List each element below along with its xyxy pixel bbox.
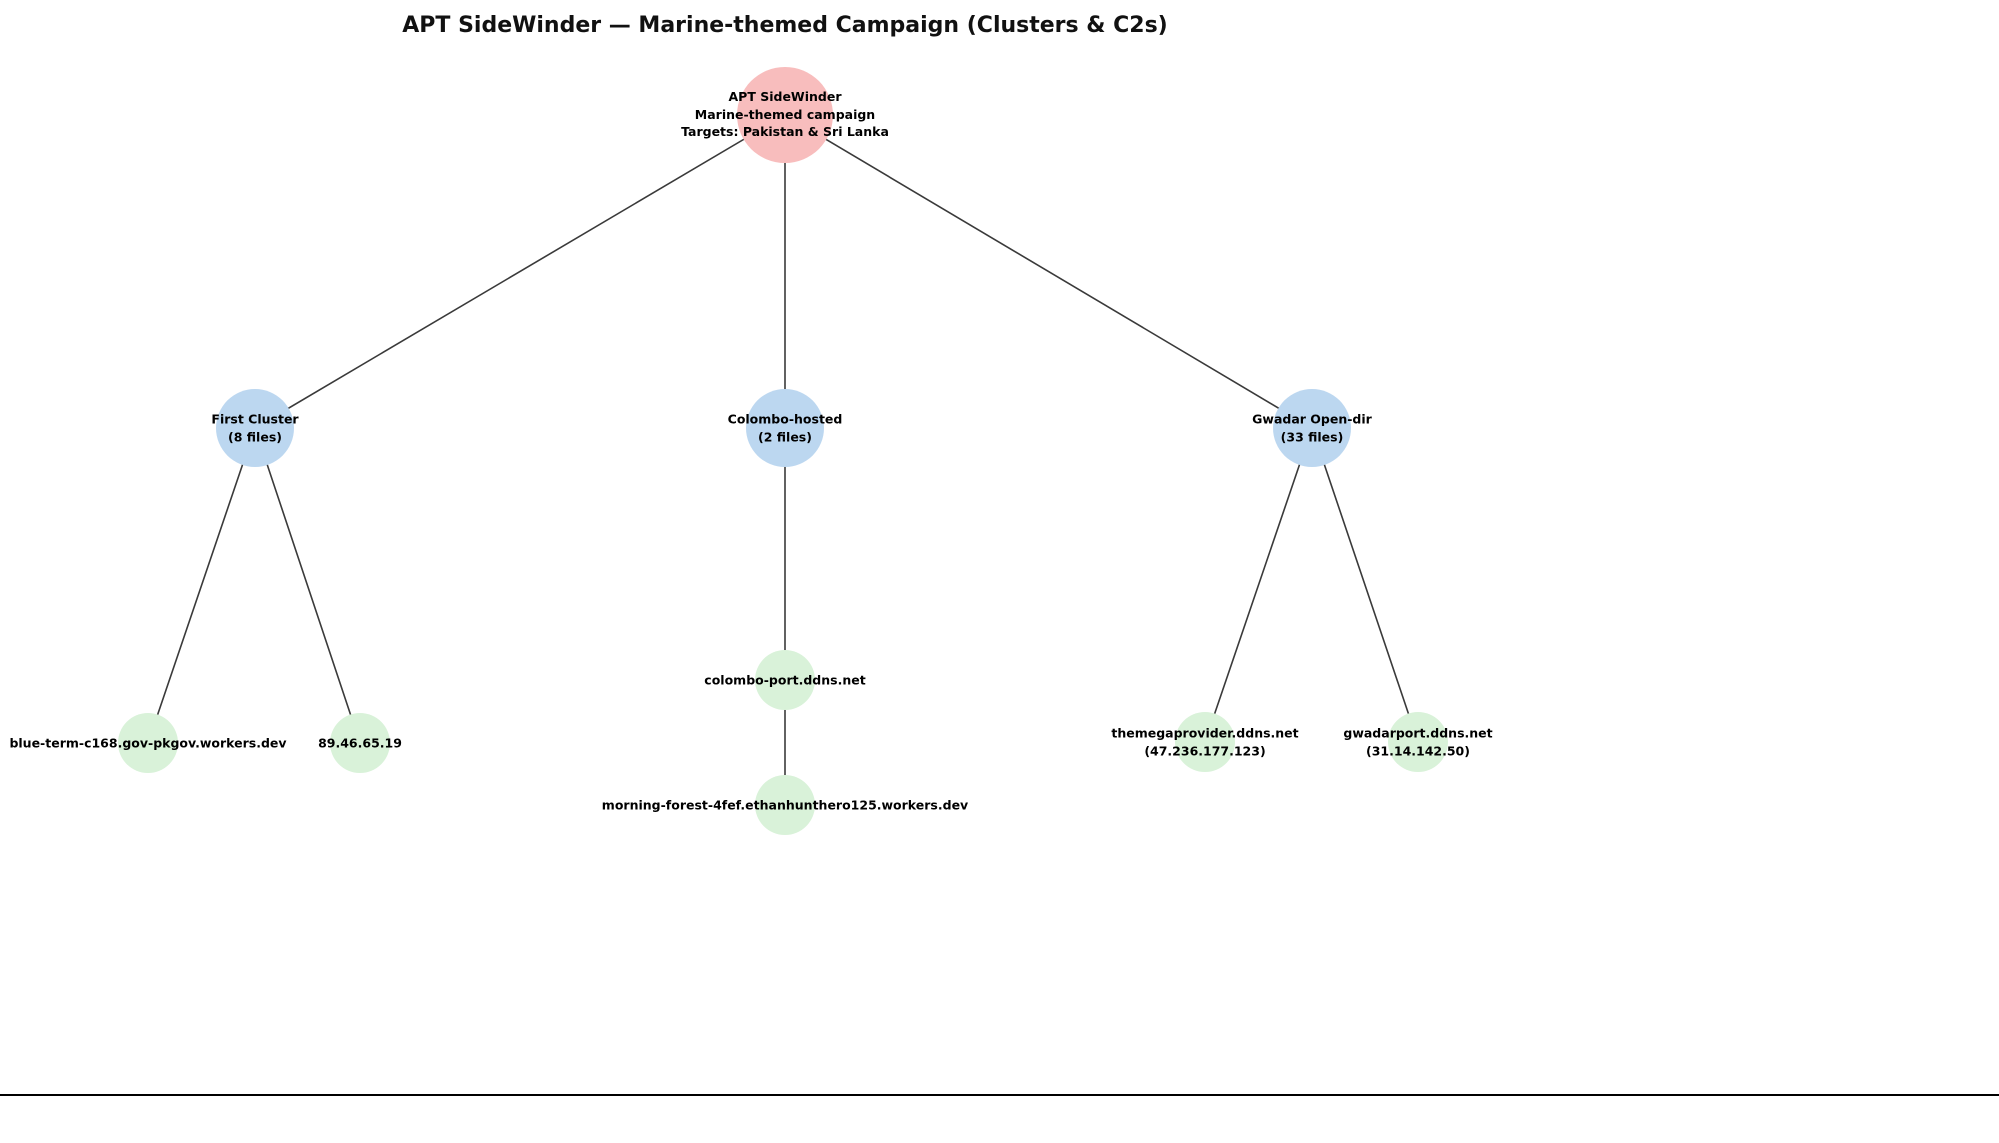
gwadar-open-dir-node-circle xyxy=(1273,389,1351,467)
colombo-hosted-count: (2 files) xyxy=(758,429,812,444)
morning-forest-node-label: morning-forest-4fef.ethanhunthero125.wor… xyxy=(602,796,968,814)
gwadar-open-dir-count: (33 files) xyxy=(1280,429,1344,444)
ip-node-label: 89.46.65.19 xyxy=(318,734,402,752)
morning-forest-name: morning-forest-4fef.ethanhunthero125.wor… xyxy=(601,797,969,813)
edge-first-cluster-ip xyxy=(254,427,361,744)
themegaprovider-name: themegaprovider.ddns.net xyxy=(1111,725,1299,741)
colombo-port-node-label: colombo-port.ddns.net xyxy=(704,671,865,689)
edge-root-first-cluster xyxy=(254,114,786,429)
edge-first-cluster-blue-term xyxy=(147,427,256,744)
colombo-port-node-circle xyxy=(755,650,815,710)
edges-group xyxy=(147,114,1419,805)
root-node-targets: Targets: Pakistan & Sri Lanka xyxy=(681,123,889,139)
colombo-hosted-name: Colombo-hosted xyxy=(727,411,843,427)
gwadarport-ip: (31.14.142.50) xyxy=(1366,743,1470,758)
first-cluster-name: First Cluster xyxy=(211,411,299,427)
bottom-divider xyxy=(0,1094,1999,1096)
first-cluster-count: (8 files) xyxy=(228,429,282,444)
themegaprovider-node-circle xyxy=(1175,712,1235,772)
root-node-subtitle: Marine-themed campaign xyxy=(694,106,876,122)
colombo-hosted-node-label: Colombo-hosted (2 files) xyxy=(728,411,843,446)
edge-gwadar-gwadarport xyxy=(1311,427,1419,743)
root-node-label: APT SideWinder Marine-themed campaign Ta… xyxy=(681,88,889,141)
diagram-title: APT SideWinder — Marine-themed Campaign … xyxy=(402,13,1168,38)
themegaprovider-ip: (47.236.177.123) xyxy=(1144,743,1266,758)
colombo-hosted-node-circle xyxy=(746,389,824,467)
root-node-circle xyxy=(737,67,833,163)
blue-term-node-label: blue-term-c168.gov-pkgov.workers.dev xyxy=(9,734,286,752)
themegaprovider-node-label: themegaprovider.ddns.net (47.236.177.123… xyxy=(1111,725,1298,760)
edge-gwadar-themegaprovider xyxy=(1204,427,1313,743)
ip-node-circle xyxy=(330,713,390,773)
morning-forest-node-circle xyxy=(755,775,815,835)
ip-name: 89.46.65.19 xyxy=(318,735,402,751)
blue-term-node-circle xyxy=(118,713,178,773)
gwadar-open-dir-node-label: Gwadar Open-dir (33 files) xyxy=(1252,411,1372,446)
nodes-group xyxy=(118,67,1448,835)
first-cluster-node-circle xyxy=(216,389,294,467)
gwadarport-node-label: gwadarport.ddns.net (31.14.142.50) xyxy=(1343,725,1492,760)
edge-root-gwadar-open-dir xyxy=(784,114,1313,429)
root-node-name: APT SideWinder xyxy=(728,88,842,104)
blue-term-name: blue-term-c168.gov-pkgov.workers.dev xyxy=(9,735,287,751)
gwadarport-node-circle xyxy=(1388,712,1448,772)
gwadar-open-dir-name: Gwadar Open-dir xyxy=(1252,411,1372,427)
gwadarport-name: gwadarport.ddns.net xyxy=(1343,725,1493,741)
first-cluster-node-label: First Cluster (8 files) xyxy=(211,411,298,446)
colombo-port-name: colombo-port.ddns.net xyxy=(704,672,866,688)
